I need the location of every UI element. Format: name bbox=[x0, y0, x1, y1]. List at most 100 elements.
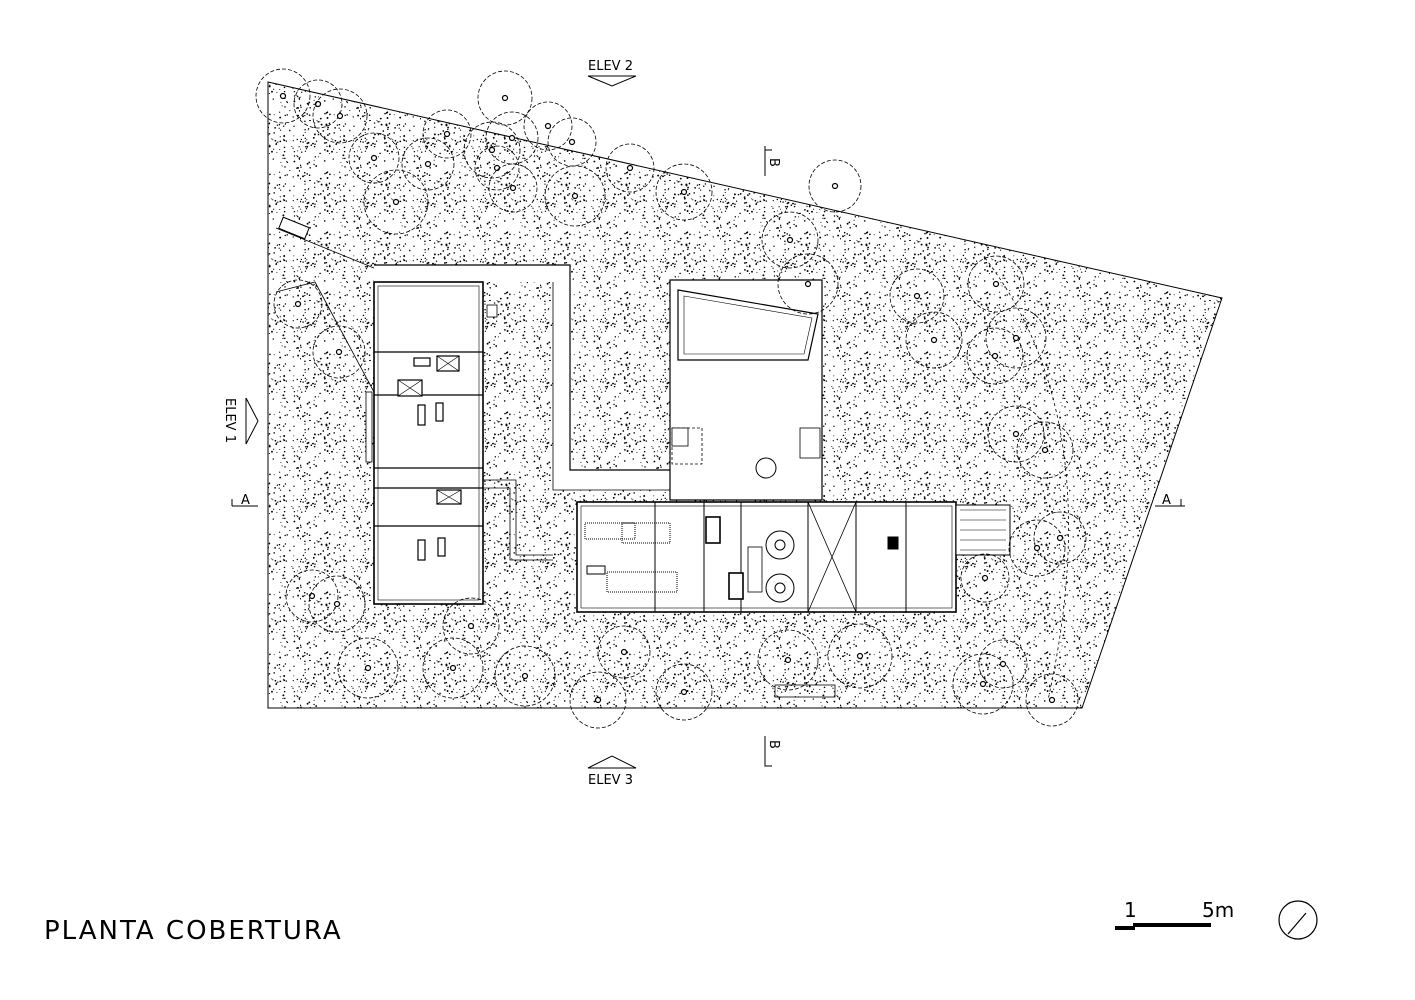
tree-trunk bbox=[508, 134, 516, 142]
tree-trunk bbox=[913, 292, 921, 300]
section-a-right-label: A bbox=[1162, 493, 1171, 508]
tree-canopy bbox=[605, 143, 655, 193]
tree-trunk bbox=[930, 336, 938, 344]
tree-trunk bbox=[626, 164, 634, 172]
north-arrow-icon bbox=[1278, 900, 1318, 940]
tree-canopy bbox=[777, 253, 839, 315]
tree-trunk bbox=[680, 188, 688, 196]
scale-start-label: 1 bbox=[1124, 898, 1137, 922]
tree-trunk bbox=[1033, 544, 1041, 552]
tree-trunk bbox=[336, 112, 344, 120]
tree-trunk bbox=[294, 300, 302, 308]
meter-box bbox=[278, 216, 310, 240]
tree-canopy bbox=[1016, 421, 1074, 479]
tree-canopy bbox=[960, 553, 1010, 603]
tree-canopy bbox=[348, 132, 400, 184]
elev-1-label: ELEV 1 bbox=[222, 398, 237, 443]
pool-courtyard bbox=[669, 279, 823, 501]
tree-trunk bbox=[1012, 334, 1020, 342]
tree-canopy bbox=[255, 68, 311, 124]
tree-canopy bbox=[494, 645, 556, 707]
tree-trunk bbox=[831, 182, 839, 190]
tree-trunk bbox=[680, 688, 688, 696]
tree-trunk bbox=[594, 696, 602, 704]
tree-canopy bbox=[987, 405, 1045, 463]
tree-trunk bbox=[443, 130, 451, 138]
tree-canopy bbox=[655, 163, 713, 221]
tree-canopy bbox=[422, 109, 472, 159]
tree-canopies bbox=[255, 68, 1087, 729]
tree-canopy bbox=[967, 255, 1025, 313]
tree-canopy bbox=[442, 597, 500, 655]
section-b-bottom-label: B bbox=[766, 740, 781, 749]
section-a-right: A bbox=[1155, 493, 1185, 508]
elev-1-marker: ELEV 1 bbox=[222, 397, 259, 445]
elev-3-marker: ELEV 3 bbox=[587, 755, 637, 788]
section-a-left-label: A bbox=[241, 493, 250, 508]
tree-trunk bbox=[786, 236, 794, 244]
tree-canopy bbox=[285, 569, 339, 623]
section-b-bottom: B bbox=[764, 736, 781, 767]
tree-trunk bbox=[1012, 430, 1020, 438]
section-b-top: B bbox=[764, 146, 781, 176]
tree-canopy bbox=[808, 159, 862, 213]
tree-canopy bbox=[463, 121, 521, 179]
elev-2-marker: ELEV 2 bbox=[587, 59, 637, 87]
tree-trunk bbox=[364, 664, 372, 672]
pool bbox=[677, 289, 819, 361]
tree-canopy bbox=[1033, 511, 1087, 565]
scale-bar: 1 5m bbox=[1115, 898, 1234, 930]
tree-trunk bbox=[568, 138, 576, 146]
tree-trunk bbox=[999, 660, 1007, 668]
tree-trunk bbox=[488, 146, 496, 154]
tree-canopy bbox=[422, 637, 484, 699]
tree-trunk bbox=[856, 652, 864, 660]
drawing-title: PLANTA COBERTURA bbox=[44, 916, 343, 946]
tree-canopy bbox=[889, 268, 945, 324]
tree-trunk bbox=[620, 648, 628, 656]
tree-canopy bbox=[401, 137, 455, 191]
tree-canopy bbox=[488, 163, 538, 213]
tree-trunk bbox=[1048, 696, 1056, 704]
tree-canopy bbox=[337, 637, 399, 699]
tree-canopy bbox=[761, 211, 819, 269]
building-right-wing bbox=[576, 501, 1011, 698]
scale-end-label: 5m bbox=[1202, 898, 1234, 922]
tree-canopy bbox=[485, 111, 539, 165]
building-left-wing bbox=[365, 264, 670, 605]
tree-trunk bbox=[784, 656, 792, 664]
section-b-top-label: B bbox=[766, 158, 781, 167]
tree-trunk bbox=[449, 664, 457, 672]
tree-trunk bbox=[308, 592, 316, 600]
table bbox=[755, 457, 777, 479]
tree-trunk bbox=[424, 160, 432, 168]
tree-canopy bbox=[952, 653, 1014, 715]
tree-canopy bbox=[757, 629, 819, 691]
tree-canopy bbox=[905, 311, 963, 369]
tree-canopy bbox=[312, 325, 366, 379]
tree-trunk bbox=[544, 122, 552, 130]
tree-trunk bbox=[571, 192, 579, 200]
tree-canopy bbox=[978, 639, 1028, 689]
tree-canopy bbox=[312, 88, 368, 144]
tree-canopy bbox=[544, 165, 606, 227]
tree-canopy bbox=[308, 575, 366, 633]
tree-canopy bbox=[569, 671, 627, 729]
tree-trunk bbox=[501, 94, 509, 102]
tree-canopy bbox=[597, 625, 651, 679]
elev-3-label: ELEV 3 bbox=[588, 773, 633, 788]
tree-trunk bbox=[521, 672, 529, 680]
tree-trunk bbox=[981, 574, 989, 582]
tree-canopy bbox=[827, 623, 893, 689]
tree-canopy bbox=[985, 307, 1047, 369]
tree-trunk bbox=[493, 164, 501, 172]
tree-trunk bbox=[979, 680, 987, 688]
site-path bbox=[275, 281, 375, 393]
tree-trunk bbox=[804, 280, 812, 288]
tree-canopy bbox=[655, 663, 713, 721]
tree-canopy bbox=[474, 145, 520, 191]
tree-canopy bbox=[363, 169, 429, 235]
tree-trunk bbox=[370, 154, 378, 162]
tree-canopy bbox=[1025, 673, 1079, 727]
